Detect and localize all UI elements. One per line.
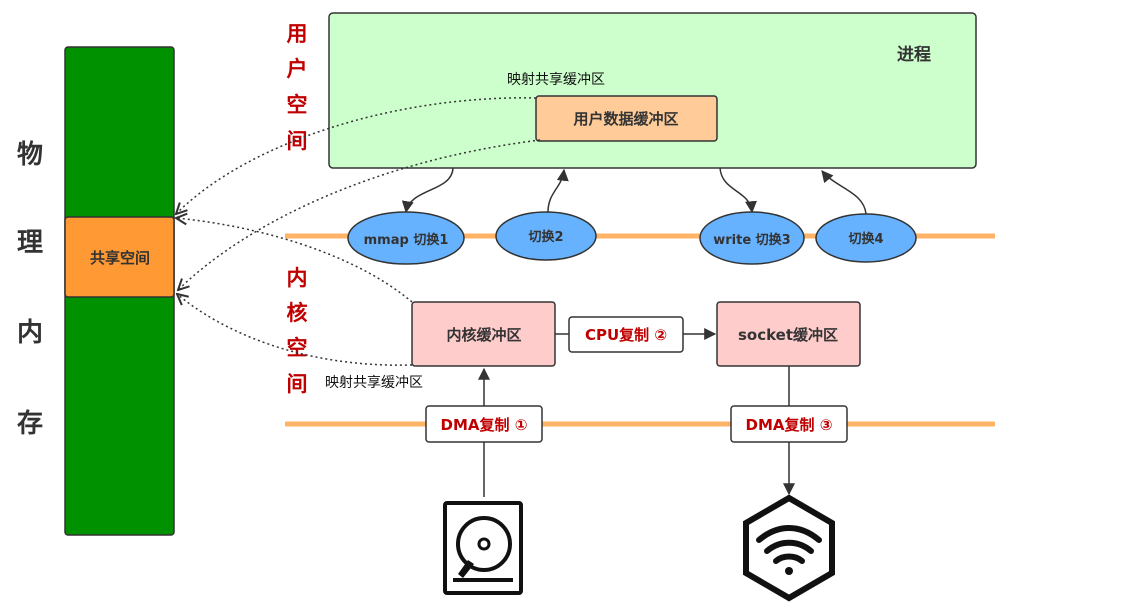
socket-buffer-label: socket缓冲区 — [738, 326, 838, 344]
switch-1-ellipse — [347, 211, 465, 265]
kernel-space-char-4: 间 — [287, 372, 308, 396]
hard-disk-icon — [443, 501, 523, 595]
user-space-char-3: 空 — [287, 93, 308, 117]
shared-space-box — [64, 216, 175, 298]
switch-2-arrow — [547, 168, 569, 213]
user-data-buffer-box — [535, 95, 718, 142]
switch-1-label: mmap 切换1 — [364, 232, 449, 248]
kernel-buffer-label: 内核缓冲区 — [446, 326, 521, 344]
map-shared-buffer-label-bottom: 映射共享缓冲区 — [325, 374, 423, 391]
process-label: 进程 — [897, 45, 931, 65]
shared-space-label: 共享空间 — [90, 249, 150, 267]
map-shared-buffer-label-top: 映射共享缓冲区 — [507, 71, 605, 88]
wifi-icon — [743, 494, 835, 602]
user-space-char-2: 户 — [287, 57, 308, 81]
user-data-buffer-label: 用户数据缓冲区 — [573, 110, 678, 128]
switch-3-label: write 切换3 — [713, 232, 790, 248]
dma-copy-3-label: DMA复制 ③ — [746, 416, 833, 434]
switch-2-ellipse — [495, 211, 597, 261]
dma-copy-3-box — [730, 405, 848, 443]
switch-4-ellipse — [815, 213, 917, 263]
switch-2-label: 切换2 — [528, 229, 563, 245]
process-box — [328, 12, 977, 169]
map-arrow-user-to-shared-2 — [178, 139, 541, 290]
cpu-copy-box — [568, 316, 684, 353]
physical-memory-char-1: 物 — [17, 140, 43, 170]
map-arrow-user-to-shared-1 — [176, 97, 537, 214]
switch-3-ellipse — [699, 211, 805, 265]
switch-4-label: 切换4 — [848, 231, 883, 247]
physical-memory-char-2: 理 — [17, 228, 43, 258]
switch-3-arrow — [719, 167, 757, 214]
map-arrow-kernel-to-shared-2 — [177, 294, 413, 366]
dma-copy-1-label: DMA复制 ① — [441, 416, 528, 434]
user-space-char-1: 用 — [287, 22, 308, 46]
kernel-space-char-1: 内 — [287, 266, 308, 290]
switch-4-arrow — [821, 170, 867, 215]
switch-1-arrow — [401, 167, 454, 214]
user-space-char-4: 间 — [287, 129, 308, 153]
map-arrow-kernel-to-shared-1 — [176, 218, 413, 303]
dma-copy-1-box — [425, 405, 543, 443]
cpu-copy-label: CPU复制 ② — [585, 326, 667, 344]
kernel-space-char-2: 核 — [287, 301, 308, 325]
kernel-space-char-3: 空 — [287, 336, 308, 360]
physical-memory-char-3: 内 — [17, 318, 43, 348]
physical-memory-char-4: 存 — [17, 409, 43, 439]
